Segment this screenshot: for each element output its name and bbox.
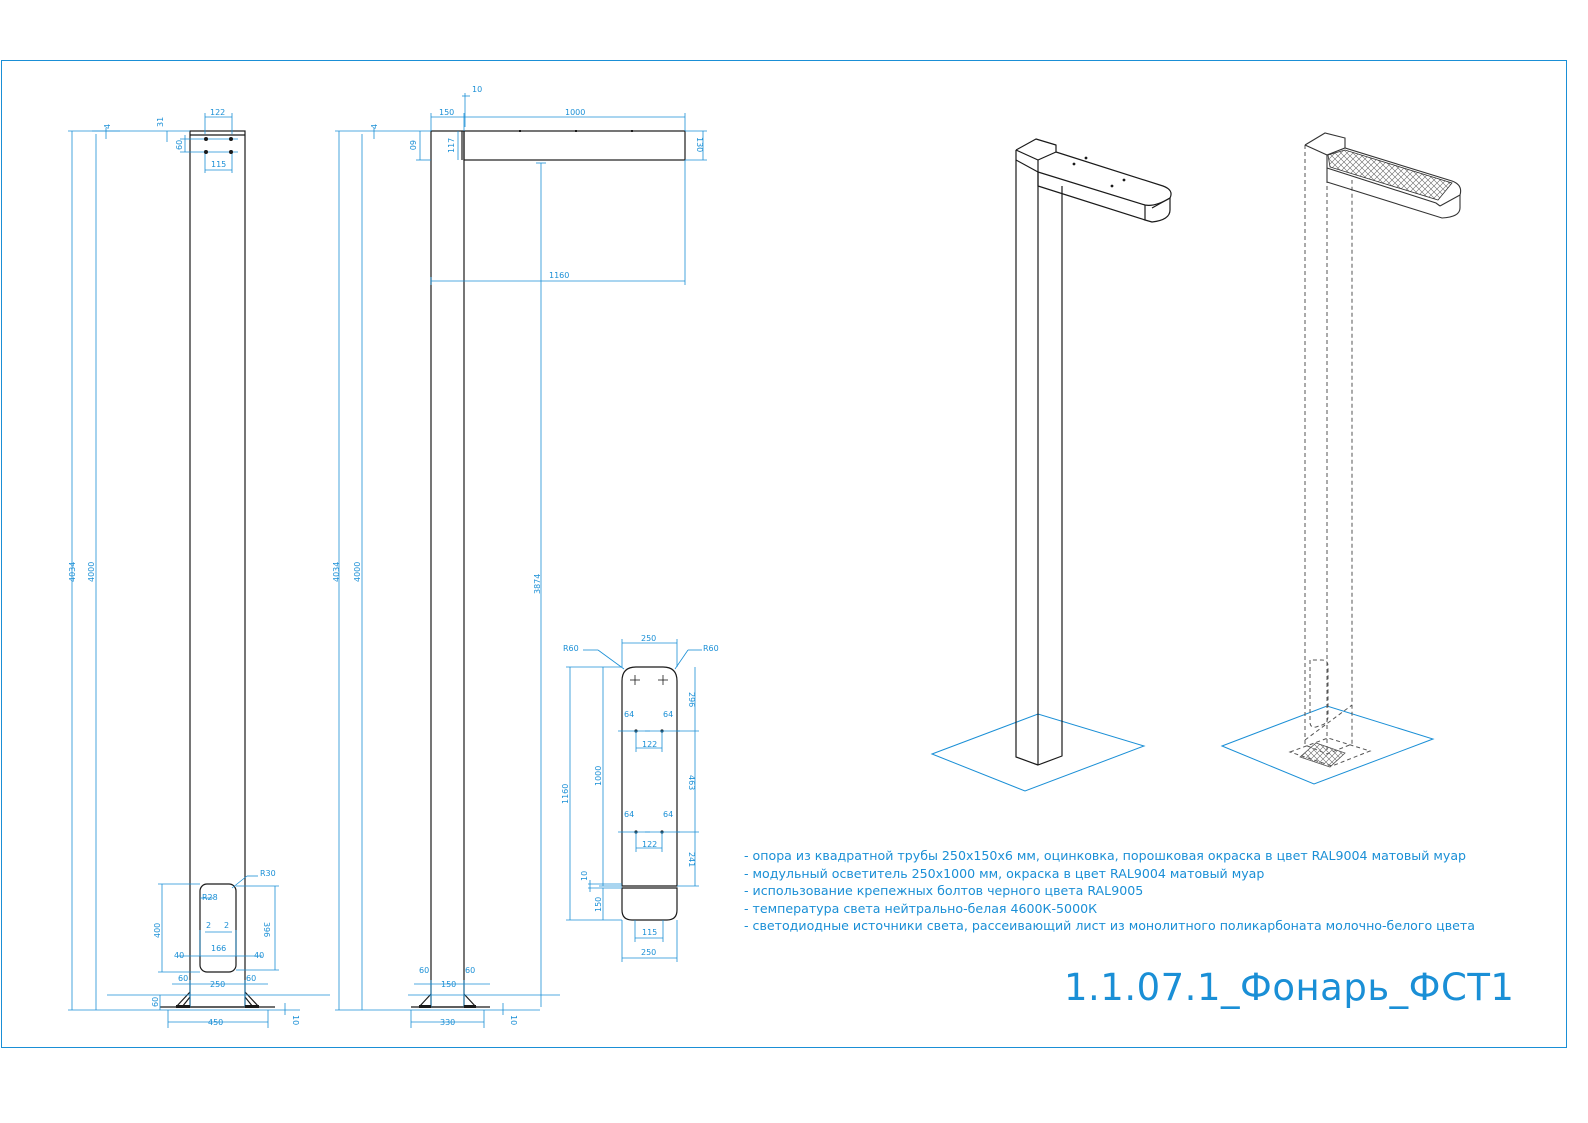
dim-front-hole-drop: 60 — [175, 140, 184, 150]
iso-ground-plate — [930, 713, 1146, 792]
dim-lum-top-width: 250 — [641, 634, 656, 643]
dim-lum-radius-right: R60 — [703, 644, 719, 653]
dim-front-base-thickness: 10 — [291, 1015, 300, 1025]
dim-front-top-drop: 31 — [156, 117, 165, 127]
dim-lum-hole-offset-right-2: 64 — [663, 810, 673, 819]
dim-front-hole-spacing: 115 — [211, 160, 226, 169]
notes-block: - опора из квадратной трубы 250х150х6 мм… — [744, 847, 1544, 935]
side-view: 10 150 1000 4 60 117 130 1160 3874 4034 … — [332, 85, 707, 1028]
dim-side-arm-length: 1000 — [565, 108, 585, 117]
dim-front-hatch-height: 400 — [153, 923, 162, 938]
dim-front-base-width: 450 — [208, 1018, 223, 1027]
dim-front-base-pole-width: 250 — [210, 980, 225, 989]
dim-side-arm-height-right: 130 — [695, 137, 704, 152]
dim-lum-hole-offset-left-2: 64 — [624, 810, 634, 819]
dim-side-light-height: 3874 — [533, 574, 542, 594]
dim-side-base-thickness: 10 — [509, 1015, 518, 1025]
dim-lum-radius-left: R60 — [563, 644, 579, 653]
note-line: - температура света нейтрально-белая 460… — [744, 900, 1098, 916]
dim-front-hatch-side-right: 40 — [254, 951, 264, 960]
note-line: - использование крепежных болтов черного… — [744, 883, 1144, 898]
dim-side-arm-drop: 60 — [408, 140, 417, 150]
dim-front-pole-height: 4000 — [87, 562, 96, 582]
dim-lum-gap: 10 — [580, 871, 589, 881]
dim-front-hatch-side-left: 40 — [174, 951, 184, 960]
dim-front-total-height: 4034 — [68, 562, 77, 582]
dim-side-arm-total: 1160 — [549, 271, 569, 280]
side-pole — [430, 130, 465, 1008]
dim-front-base-height: 60 — [151, 997, 160, 1007]
dim-side-base-left: 60 — [419, 966, 429, 975]
front-pole — [189, 130, 246, 1008]
front-hatch — [199, 883, 237, 973]
dim-side-top-offset: 4 — [370, 124, 379, 129]
dim-lum-hole-spacing-1: 122 — [642, 740, 657, 749]
note-line: - модульный осветитель 250х1000 мм, окра… — [744, 865, 1265, 881]
dim-front-base-left: 60 — [178, 974, 188, 983]
iso-wire-ground-plate — [1220, 705, 1435, 785]
dim-lum-upper-offset: 296 — [687, 692, 696, 707]
dim-front-hatch-gap-left: 2 — [206, 921, 211, 930]
dim-front-hatch-radius-inner: R28 — [202, 893, 218, 902]
dim-lum-hole-spacing-2: 122 — [642, 840, 657, 849]
front-base-bracket — [175, 991, 260, 1008]
dim-lum-cap-height: 150 — [594, 897, 603, 912]
luminaire-cap — [621, 887, 678, 921]
side-base-bracket — [418, 993, 477, 1008]
iso-wire-led-grid — [1327, 149, 1453, 201]
dim-lum-cap-hole-spacing: 115 — [642, 928, 657, 937]
dim-side-arm-height-left: 117 — [447, 138, 456, 153]
dim-lum-bottom-width: 250 — [641, 948, 656, 957]
iso-arm — [1015, 138, 1057, 152]
iso-pole — [1015, 150, 1063, 766]
dim-front-hatch-radius-outer: R30 — [260, 869, 276, 878]
dim-side-total-height: 4034 — [332, 562, 341, 582]
dim-front-hatch-gap-right: 2 — [224, 921, 229, 930]
drawing-title: 1.1.07.1_Фонарь_ФСТ1 — [1064, 966, 1515, 1009]
dim-side-base-pole-width: 150 — [441, 980, 456, 989]
dim-lum-hole-offset-left-1: 64 — [624, 710, 634, 719]
dim-side-top-gap: 10 — [472, 85, 482, 94]
dim-lum-lower-offset: 241 — [687, 852, 696, 867]
dim-lum-panel-height: 1000 — [594, 766, 603, 786]
dim-side-base-width: 330 — [440, 1018, 455, 1027]
dim-lum-overall-height: 1160 — [561, 784, 570, 804]
dim-side-arm-offset: 150 — [439, 108, 454, 117]
dim-front-top-offset: 4 — [103, 124, 112, 129]
side-arm — [463, 130, 686, 161]
dim-lum-hole-offset-right-1: 64 — [663, 710, 673, 719]
note-line: - опора из квадратной трубы 250х150х6 мм… — [744, 848, 1467, 863]
front-view: 122 4 31 60 115 4034 4000 R30 R28 400 39… — [68, 108, 330, 1028]
dim-front-base-right: 60 — [246, 974, 256, 983]
dim-front-top-width: 122 — [210, 108, 225, 117]
luminaire-detail: R60 250 R60 296 64 64 122 463 1000 1160 … — [561, 634, 719, 962]
isometric-view-wireframe — [1220, 132, 1462, 785]
dim-side-base-right: 60 — [465, 966, 475, 975]
dim-front-hatch-inner-height: 396 — [262, 922, 271, 937]
dim-lum-hole-distance: 463 — [687, 775, 696, 790]
sheet-frame — [1, 60, 1567, 1048]
dim-front-hatch-width: 166 — [211, 944, 226, 953]
dim-side-pole-height: 4000 — [353, 562, 362, 582]
luminaire-panel — [621, 666, 678, 887]
isometric-view-solid — [930, 138, 1172, 792]
note-line: - светодиодные источники света, рассеива… — [744, 918, 1475, 933]
